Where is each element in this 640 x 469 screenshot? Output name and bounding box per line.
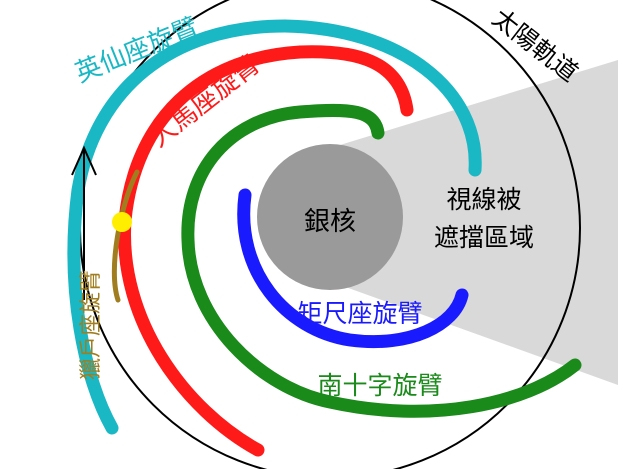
norma-arm-label: 矩尺座旋臂: [297, 299, 422, 328]
orion-arm: [111, 169, 140, 303]
sagittarius-arm-label: 人馬座旋臂: [145, 50, 266, 154]
obscured-region-label-2: 遮擋區域: [434, 223, 534, 252]
norma-arm: [237, 188, 469, 349]
up-arrow-icon: [71, 145, 97, 300]
crux-arm: [181, 103, 582, 418]
orion-arm-label: 獵戶座旋臂: [79, 270, 104, 380]
core-label: 銀核: [304, 207, 356, 237]
obscured-region-label-1: 視線被: [446, 185, 521, 214]
sagittarius-arm: [118, 45, 414, 457]
crux-arm-label: 南十字旋臂: [317, 371, 442, 400]
galactic-core: [257, 144, 403, 290]
perseus-arm: [67, 19, 482, 435]
sun-dot-icon: [112, 212, 132, 232]
obscured-region: [340, 60, 618, 385]
